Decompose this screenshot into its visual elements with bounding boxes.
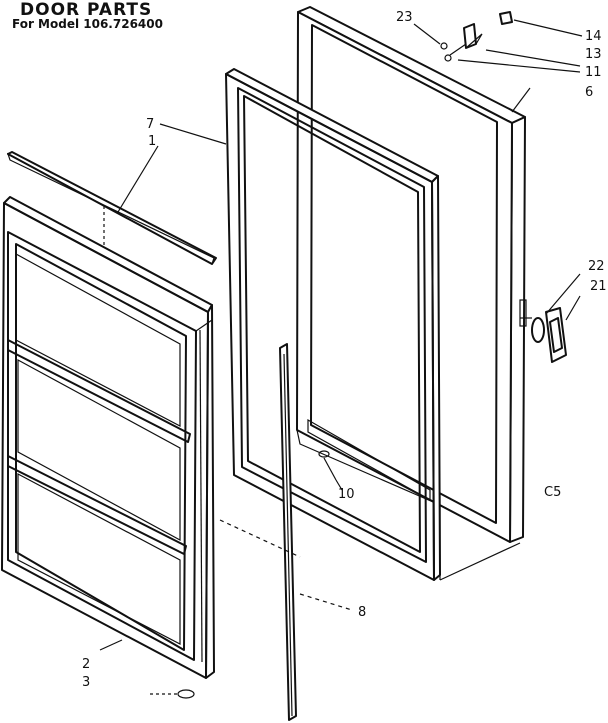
callout-23: 23 [396, 10, 413, 25]
callout-7: 7 [146, 117, 154, 132]
callout-8: 8 [358, 605, 366, 620]
callout-14: 14 [585, 29, 602, 44]
callout-13: 13 [585, 47, 602, 62]
stop-pin-part-10 [318, 450, 337, 481]
callout-3: 3 [82, 675, 90, 690]
gasket-frame-part-7 [225, 68, 441, 581]
trim-strip-part-8 [279, 343, 353, 721]
callout-10: 10 [338, 487, 355, 502]
callout-11: 11 [585, 65, 602, 80]
figure-code: C5 [544, 485, 561, 500]
callout-6: 6 [585, 85, 593, 100]
handle-part-21 [531, 307, 567, 363]
door-liner-part-2 [1, 196, 301, 699]
top-trim-part-1 [6, 151, 217, 265]
hinge-hardware [440, 11, 513, 62]
door-panel-part-6 [296, 6, 532, 581]
diagram-title: DOOR PARTS [20, 0, 153, 20]
callout-22: 22 [588, 259, 605, 274]
model-number: For Model 106.726400 [12, 17, 163, 31]
leader-lines [99, 19, 583, 651]
callout-2: 2 [82, 657, 90, 672]
handle-spacer-part-22 [531, 317, 545, 343]
callout-21: 21 [590, 279, 607, 294]
callout-1: 1 [148, 134, 156, 149]
